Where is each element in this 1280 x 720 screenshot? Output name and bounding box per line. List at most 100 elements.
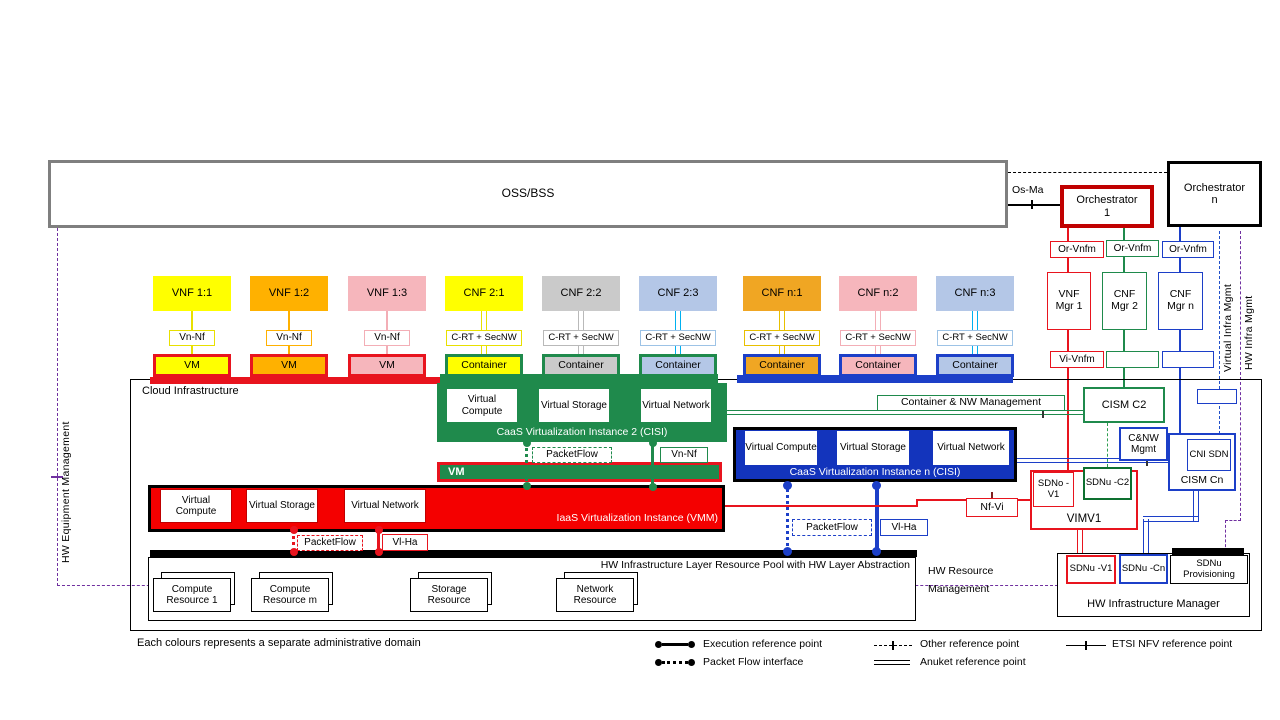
- endpoint-dot: [375, 548, 383, 556]
- endpoint-dot: [523, 482, 531, 490]
- cnf-2-3-host: Container: [639, 354, 717, 377]
- cnf-mgr-2-box: CNF Mgr 2: [1102, 272, 1147, 330]
- os-ma-label: Os-Ma: [1012, 184, 1044, 196]
- cni-sdn-box: CNI SDN: [1187, 439, 1231, 471]
- cisi2-vnnf-label: Vn-Nf: [660, 447, 708, 463]
- hw-infra-manager-label: HW Infrastructure Manager: [1087, 597, 1220, 610]
- compute-resource-m-label: Compute Resource m: [251, 578, 329, 612]
- cnf-n-1-box: CNF n:1: [743, 276, 821, 311]
- hw-infra-mgmt-line-drop: [1225, 520, 1226, 552]
- cismcn-sdnu-double-line-v2: [1143, 519, 1149, 554]
- hw-equipment-mgmt-line: [57, 228, 58, 586]
- legend-execution-label: Execution reference point: [703, 638, 823, 650]
- cisi2-virtual-storage: Virtual Storage: [539, 389, 609, 422]
- cisi2-packetflow-line: [525, 443, 528, 486]
- storage-resource-label: Storage Resource: [410, 578, 488, 612]
- or-vnfm-line-red: [1067, 227, 1069, 473]
- empty-vnfm-box-green: [1106, 351, 1159, 368]
- cisin-virtual-network: Virtual Network: [933, 431, 1009, 465]
- legend-packet-flow-label: Packet Flow interface: [703, 656, 804, 668]
- oss-bss-box: OSS/BSS: [48, 160, 1008, 228]
- virtual-infra-mgmt-label: Virtual Infra Mgmt: [1222, 283, 1234, 372]
- cnw-mgmt-box: C&NW Mgmt: [1119, 427, 1168, 461]
- compute-resource-1: Compute Resource 1: [153, 572, 237, 614]
- cnf-n-2-iface: C-RT + SecNW: [840, 330, 916, 346]
- execution-reference-icon: [655, 641, 695, 648]
- hw-resource-mgmt-label: HW Resource Management: [928, 565, 994, 595]
- or-vnfm-label-red: Or-Vnfm: [1050, 241, 1104, 258]
- iaas-vlha-line: [377, 529, 380, 553]
- cnf-2-2-iface: C-RT + SecNW: [543, 330, 619, 346]
- iaas-virtual-compute: Virtual Compute: [160, 489, 232, 523]
- cisin-caption: CaaS Virtualization Instance n (CISI): [789, 466, 961, 478]
- cnf-n-2-host: Container: [839, 354, 917, 377]
- sdnu-v1-box: SDNu -V1: [1066, 555, 1116, 584]
- iaas-vlha-label: Vl-Ha: [382, 534, 428, 551]
- cnf-2-2-host: Container: [542, 354, 620, 377]
- cisin-vlha-label: Vl-Ha: [880, 519, 928, 536]
- dot-icon: [688, 659, 695, 666]
- hw-resource-pool-title: HW Infrastructure Layer Resource Pool wi…: [600, 559, 910, 571]
- vi-vnfm-label: Vi-Vnfm: [1050, 351, 1104, 368]
- iaas-virtual-storage: Virtual Storage: [246, 489, 318, 523]
- or-vnfm-label-green: Or-Vnfm: [1106, 240, 1159, 257]
- nf-vi-line-step: [916, 499, 918, 507]
- cisi2-vnnf-line: [651, 443, 654, 487]
- vnf-1-3-box: VNF 1:3: [348, 276, 426, 311]
- container-nw-mgmt-label: Container & NW Management: [877, 395, 1065, 411]
- sdnu-cn-box: SDNu -Cn: [1119, 554, 1168, 584]
- iaas-virtual-network: Virtual Network: [344, 489, 426, 523]
- virtual-infra-mgmt-line: [1219, 231, 1220, 434]
- iaas-caption: IaaS Virtualization Instance (VMM): [556, 512, 718, 524]
- cnf-2-1-host: Container: [445, 354, 523, 377]
- empty-vnfm-box-blue: [1162, 351, 1214, 368]
- vm-bar: VM: [437, 462, 722, 482]
- cisi2-caption: CaaS Virtualization Instance 2 (CISI): [496, 426, 668, 438]
- network-resource: Network Resource: [556, 572, 640, 614]
- cisin-packetflow-label: PacketFlow: [792, 519, 872, 536]
- endpoint-dot: [523, 439, 531, 447]
- cnf-2-1-box: CNF 2:1: [445, 276, 523, 311]
- compute-resource-m: Compute Resource m: [251, 572, 335, 614]
- footnote: Each colours represents a separate admin…: [137, 637, 421, 649]
- endpoint-dot: [290, 526, 298, 534]
- endpoint-dot: [783, 547, 792, 556]
- cism-cn-label: CISM Cn: [1180, 474, 1224, 487]
- endpoint-dot: [290, 548, 298, 556]
- legend-etsi-label: ETSI NFV reference point: [1112, 638, 1233, 650]
- vnf-1-1-box: VNF 1:1: [153, 276, 231, 311]
- cisi2-virtual-network: Virtual Network: [641, 389, 711, 422]
- hw-infra-mgmt-line-elbow: [1225, 520, 1241, 521]
- cisin-virtual-storage: Virtual Storage: [837, 431, 909, 465]
- empty-vim-box: [1197, 389, 1237, 404]
- cism-c2-box: CISM C2: [1083, 387, 1165, 423]
- vnf-1-1-host: VM: [153, 354, 231, 377]
- cisi2-virtual-compute: Virtual Compute: [447, 389, 517, 422]
- dot-icon: [688, 641, 695, 648]
- network-resource-label: Network Resource: [556, 578, 634, 612]
- orchestrator-1-box: Orchestrator 1: [1060, 185, 1154, 228]
- dot-icon: [655, 641, 662, 648]
- hw-abstraction-bar: [150, 550, 917, 557]
- vnf-1-3-iface: Vn-Nf: [364, 330, 410, 346]
- cnf-2-3-box: CNF 2:3: [639, 276, 717, 311]
- anuket-line-blue: [1017, 458, 1168, 463]
- packet-flow-icon: [655, 659, 695, 666]
- cnf-n-3-box: CNF n:3: [936, 276, 1014, 311]
- cisin-virtual-compute: Virtual Compute: [745, 431, 817, 465]
- iaas-domain-bar: [150, 377, 645, 384]
- etsi-reference-icon: [1066, 641, 1106, 650]
- tick: [892, 641, 894, 650]
- vnf-1-2-host: VM: [250, 354, 328, 377]
- hw-equipment-mgmt-label: HW Equipment Management: [60, 421, 72, 564]
- or-vnfm-line-blue: [1179, 227, 1181, 434]
- cnf-2-1-iface: C-RT + SecNW: [446, 330, 522, 346]
- storage-resource: Storage Resource: [410, 572, 494, 614]
- caasn-domain-bar: [737, 375, 1013, 383]
- vnf-1-2-iface: Vn-Nf: [266, 330, 312, 346]
- vnf-1-1-iface: Vn-Nf: [169, 330, 215, 346]
- cnf-n-3-iface: C-RT + SecNW: [937, 330, 1013, 346]
- hw-infra-mgmt-line: [1240, 231, 1241, 521]
- endpoint-dot: [649, 483, 657, 491]
